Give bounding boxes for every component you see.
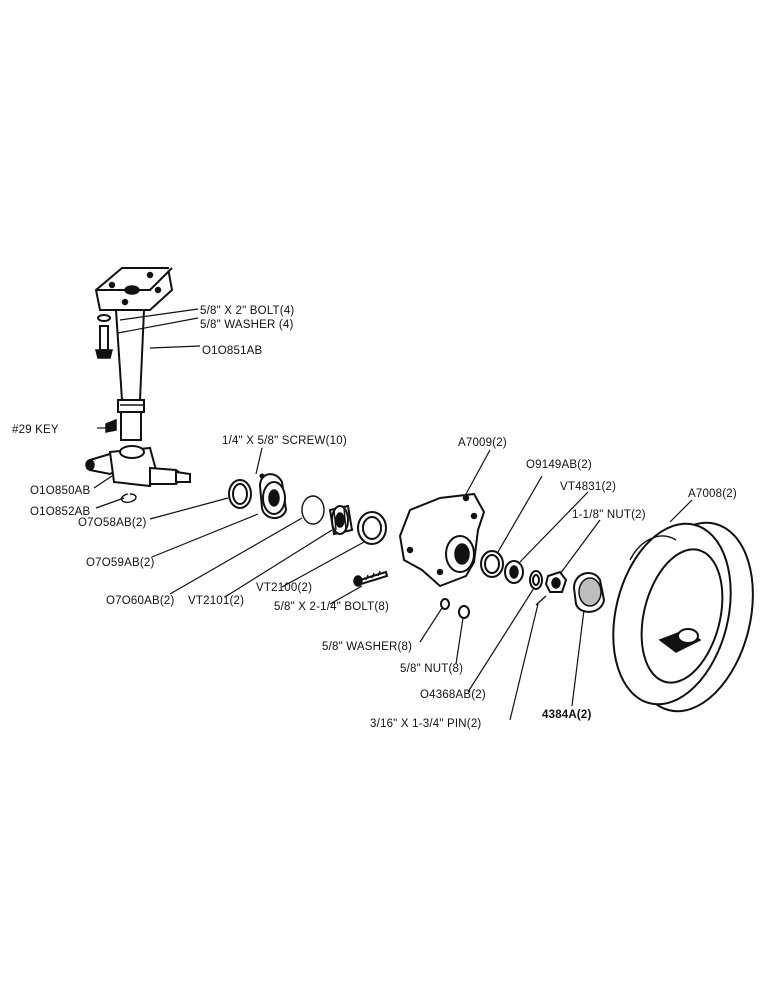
nut-5-8 (458, 605, 470, 619)
bearing-cup (357, 511, 387, 545)
label-07059ab: O7O59AB(2) (86, 557, 154, 569)
label-010852ab: O1O852AB (30, 506, 91, 518)
label-04368ab: O4368AB(2) (420, 689, 486, 701)
label-bolt-5-8x2-1-4: 5/8" X 2-1/4" BOLT(8) (274, 601, 389, 613)
label-spindle: O1O851AB (202, 345, 263, 357)
label-vt2100: VT2100(2) (256, 582, 312, 594)
label-nut-1-1-8: 1-1/8" NUT(2) (572, 509, 646, 521)
leader-lines (93, 308, 693, 721)
bolt-and-washer (95, 314, 113, 359)
label-07058ab: O7O58AB(2) (78, 517, 146, 529)
thrust-washer (529, 570, 543, 590)
label-a7009: A7009(2) (458, 437, 507, 449)
seal-ring (228, 479, 252, 509)
label-a7008: A7008(2) (688, 488, 737, 500)
label-washer-5-8-qty8: 5/8" WASHER(8) (322, 641, 412, 653)
hub-bolt (353, 570, 389, 587)
label-09149ab: O9149AB(2) (526, 459, 592, 471)
hub-a7009 (398, 492, 486, 588)
label-screw: 1/4" X 5/8" SCREW(10) (222, 435, 347, 447)
wheel-rim (612, 521, 754, 713)
label-bolt-5-8x2: 5/8" X 2" BOLT(4) (200, 305, 294, 317)
outer-bearing-cup (480, 550, 504, 578)
snap-ring (120, 493, 137, 504)
cotter-pin (535, 595, 547, 606)
label-07060ab: O7O60AB(2) (106, 595, 174, 607)
spindle-mount-plate (94, 267, 174, 311)
label-nut-5-8: 5/8" NUT(8) (400, 663, 463, 675)
washer-5-8 (440, 598, 450, 610)
hub-cap-4384a (572, 572, 606, 613)
label-washer-5-8-qty4: 5/8" WASHER (4) (200, 319, 294, 331)
label-vt4831: VT4831(2) (560, 481, 616, 493)
outer-bearing-cone (504, 560, 524, 584)
label-010850ab: O1O850AB (30, 485, 91, 497)
roller-bearing-cone (328, 504, 354, 536)
o-ring (301, 495, 325, 525)
steering-knuckle (85, 445, 191, 488)
castle-nut (544, 570, 568, 593)
key-part (105, 418, 117, 433)
label-4384a: 4384A(2) (542, 709, 592, 721)
hub-cap-retainer (258, 473, 288, 519)
label-key: #29 KEY (12, 424, 59, 436)
label-vt2101: VT2101(2) (188, 595, 244, 607)
label-pin: 3/16" X 1-3/4" PIN(2) (370, 718, 481, 730)
